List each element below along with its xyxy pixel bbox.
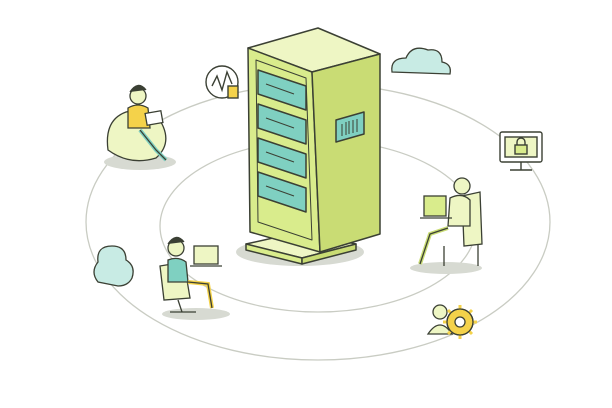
laptop-icon [423, 195, 447, 217]
person-beanbag-laptop-icon [104, 84, 176, 170]
user-icon [432, 304, 448, 320]
person-sitting-laptop-icon [410, 177, 483, 274]
person-body [447, 194, 471, 227]
person-head [453, 177, 471, 195]
gear-icon [443, 305, 477, 339]
laptop-icon [144, 109, 164, 127]
cloud-icon [391, 47, 451, 75]
document-icon [227, 85, 239, 99]
barcode-icon [341, 119, 358, 136]
cloud-icon [93, 245, 134, 287]
server-units [257, 69, 307, 213]
rack-side [311, 53, 381, 253]
waveform-chart-icon [205, 65, 239, 99]
person-body [167, 257, 189, 283]
user-gear-icon [426, 304, 477, 339]
lock-icon [514, 144, 528, 155]
server-rack-icon [236, 27, 381, 266]
person-chair-laptop-icon [159, 236, 230, 320]
laptop-icon [193, 245, 219, 265]
locked-monitor-icon [499, 131, 543, 171]
